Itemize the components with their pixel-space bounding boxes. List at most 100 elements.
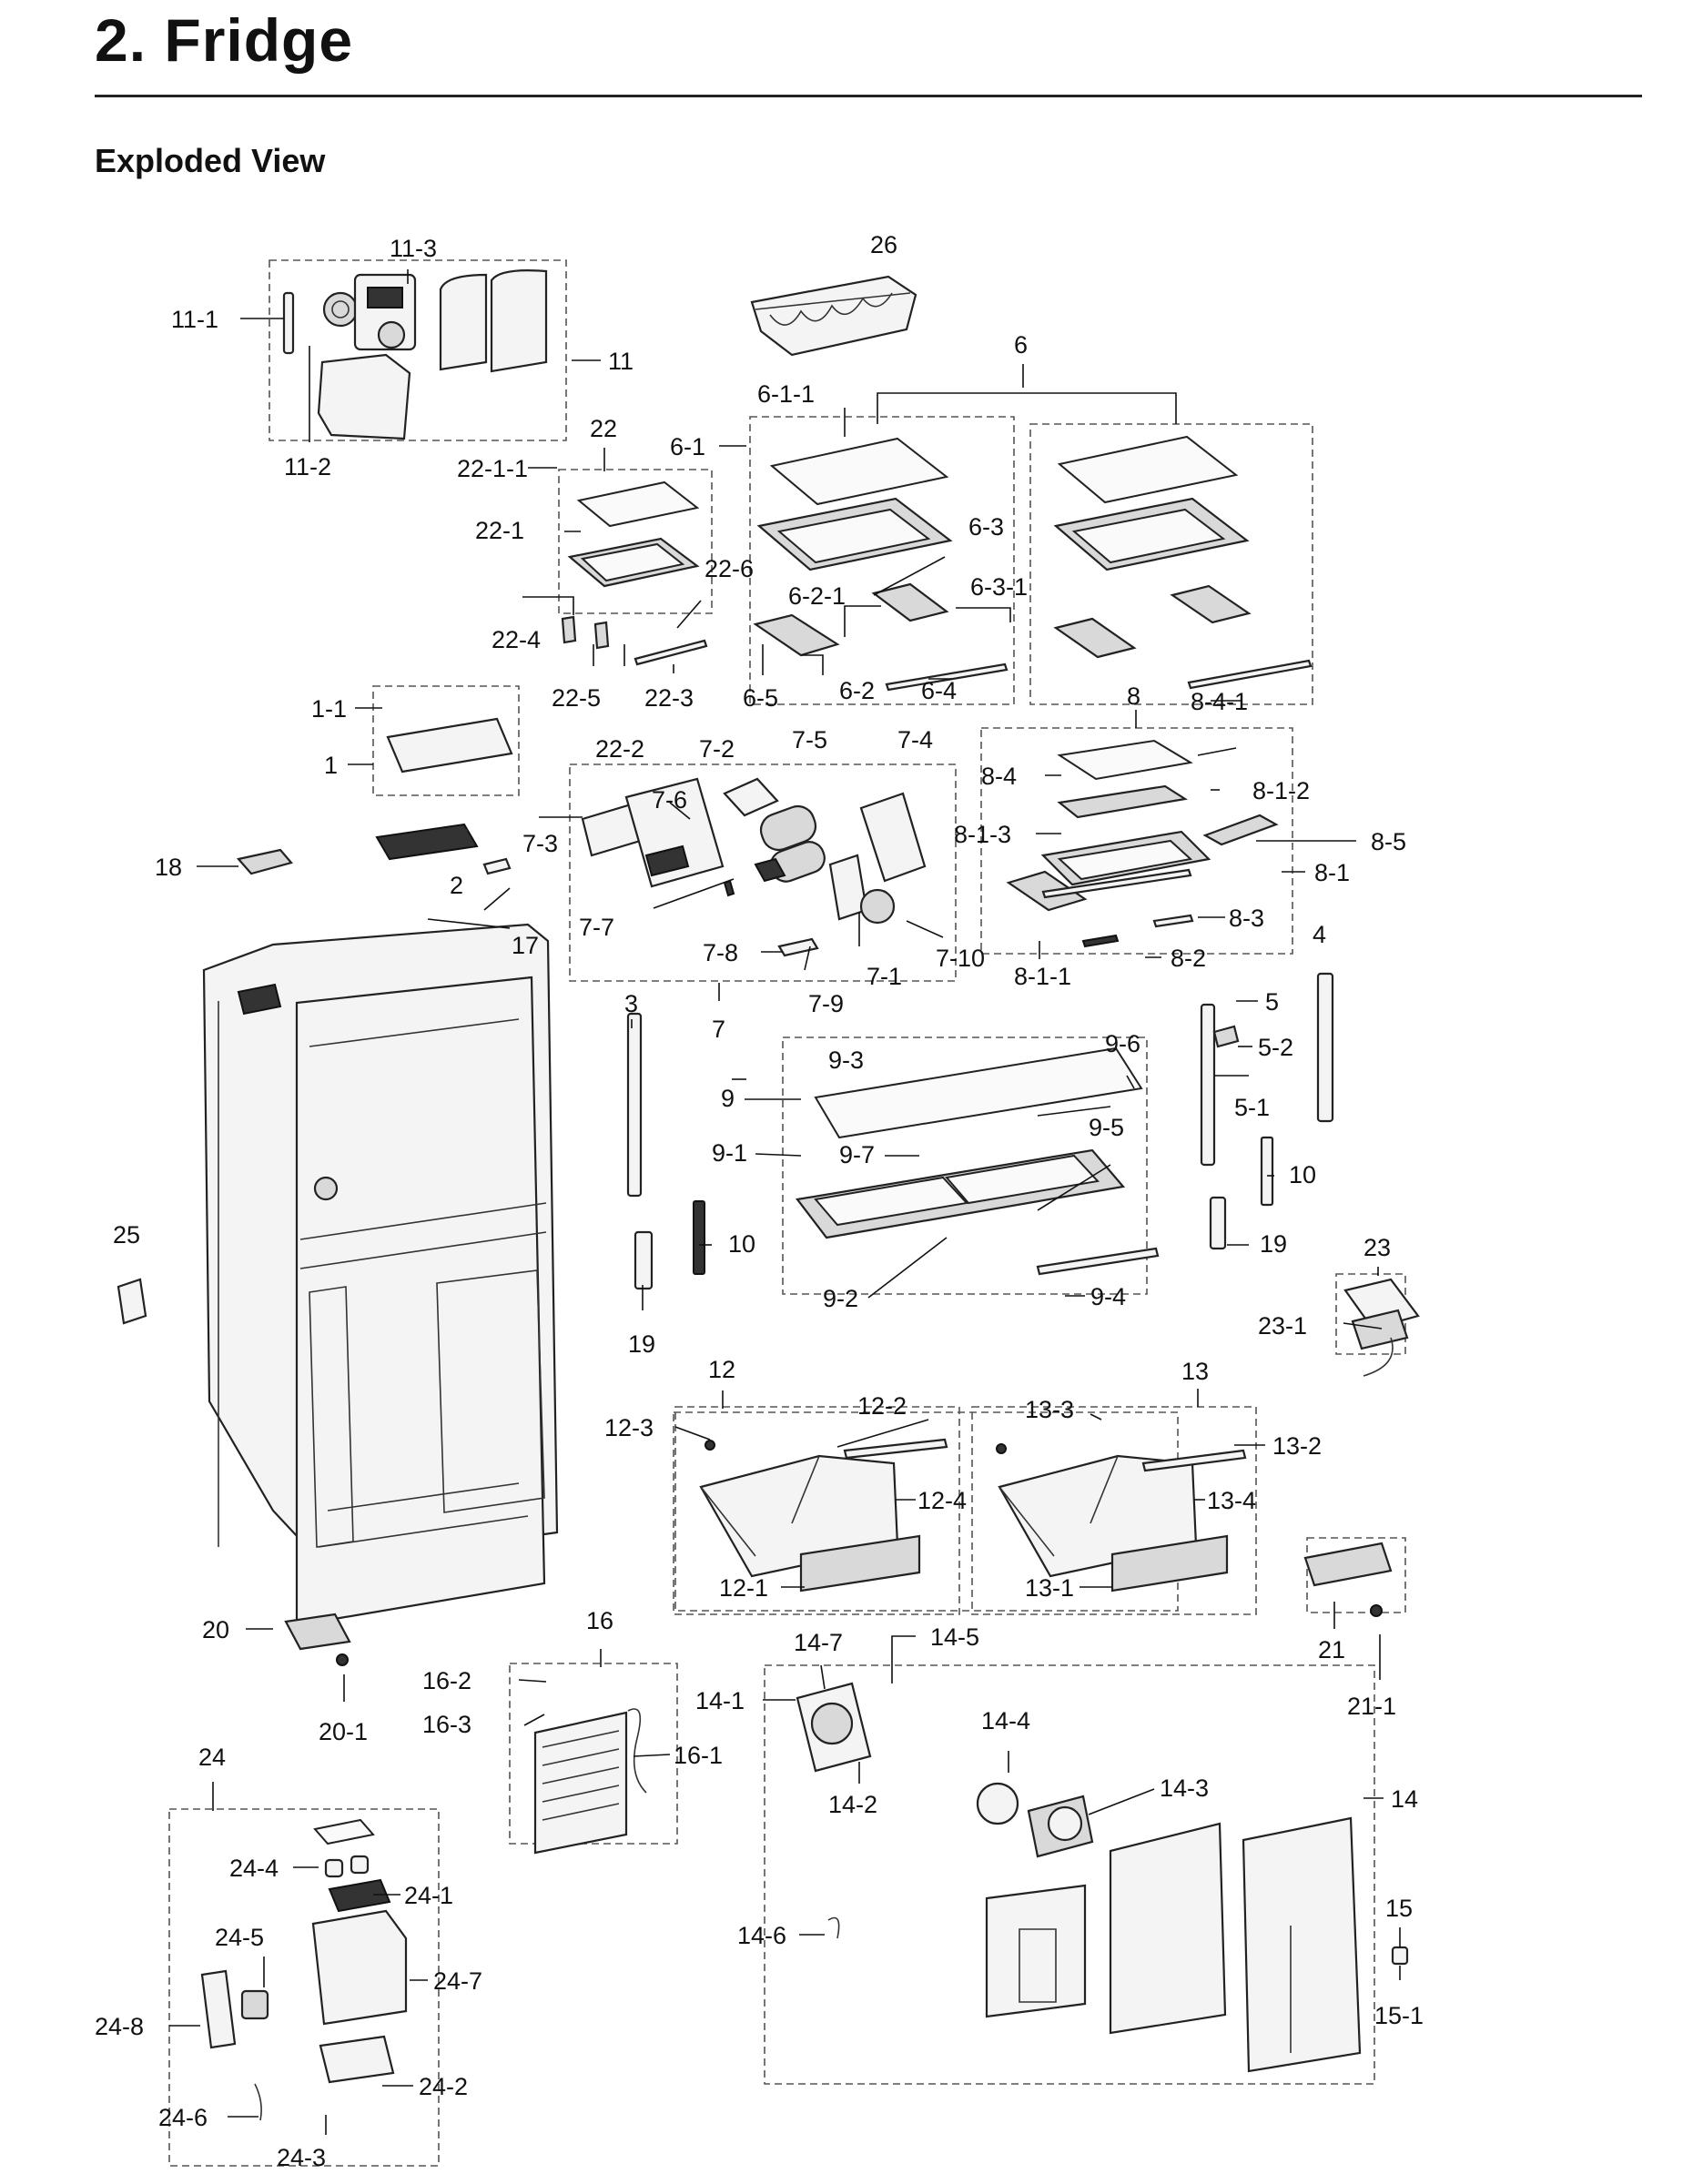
part-14-fan-assembly [796, 1682, 1362, 2073]
callout-7-3: 7-3 [522, 830, 558, 857]
callout-26: 26 [870, 231, 897, 258]
callout-22-2: 22-2 [595, 735, 644, 763]
callout-9-6: 9-6 [1105, 1030, 1140, 1057]
callout-6-4: 6-4 [921, 677, 957, 704]
part-11-ice-maker [282, 269, 548, 440]
callout-23-1: 23-1 [1258, 1312, 1307, 1340]
callout-21-1: 21-1 [1347, 1693, 1396, 1720]
callout-8-5: 8-5 [1371, 828, 1406, 855]
callout-9-4: 9-4 [1090, 1283, 1126, 1310]
callout-7-9: 7-9 [808, 990, 844, 1017]
callout-13-1: 13-1 [1025, 1574, 1074, 1602]
callout-24-1: 24-1 [404, 1882, 453, 1909]
part-12-13-drawers [699, 1438, 1247, 1592]
callout-10-left: 10 [728, 1230, 755, 1258]
callout-14-2: 14-2 [828, 1791, 877, 1818]
callout-24-6: 24-6 [158, 2104, 208, 2131]
callout-11-3: 11-3 [390, 235, 437, 262]
callout-7-8: 7-8 [703, 939, 738, 966]
callout-14-7: 14-7 [794, 1629, 843, 1656]
callout-13-3: 13-3 [1025, 1396, 1074, 1423]
callout-23: 23 [1363, 1234, 1391, 1261]
callout-1-1: 1-1 [311, 695, 347, 723]
callout-7-2: 7-2 [699, 735, 735, 763]
callout-8: 8 [1127, 682, 1140, 710]
part-shelves [567, 435, 1250, 886]
callout-14-1: 14-1 [695, 1687, 745, 1714]
callout-20: 20 [202, 1616, 229, 1643]
callout-6-1-1: 6-1-1 [757, 380, 815, 408]
callout-22-3: 22-3 [644, 684, 694, 712]
callout-8-1-3: 8-1-3 [954, 821, 1011, 848]
callout-4: 4 [1313, 921, 1326, 948]
callout-1: 1 [324, 752, 338, 779]
callout-21: 21 [1318, 1636, 1345, 1663]
callout-12-3: 12-3 [604, 1414, 654, 1441]
callout-24-3: 24-3 [277, 2144, 326, 2171]
page-title: 2. Fridge [95, 6, 354, 74]
callout-17: 17 [512, 932, 539, 959]
callout-12-1: 12-1 [719, 1574, 768, 1602]
callout-12: 12 [708, 1356, 735, 1383]
callout-9-5: 9-5 [1089, 1114, 1124, 1141]
callout-22-4: 22-4 [492, 626, 541, 653]
callout-6-3-1: 6-3-1 [970, 573, 1028, 601]
callout-8-2: 8-2 [1171, 945, 1206, 972]
callout-2: 2 [450, 872, 463, 899]
callout-13-4: 13-4 [1207, 1487, 1256, 1514]
callout-14-5: 14-5 [930, 1623, 979, 1651]
callout-24-4: 24-4 [229, 1855, 279, 1882]
callout-19-left: 19 [628, 1330, 655, 1358]
callout-8-4: 8-4 [981, 763, 1017, 790]
part-1-2-covers [236, 717, 513, 875]
part-9-crisper-cover [796, 1046, 1160, 1276]
callout-11: 11 [608, 348, 634, 375]
callout-12-4: 12-4 [917, 1487, 967, 1514]
callout-24-7: 24-7 [433, 1967, 482, 1995]
callout-7-5: 7-5 [792, 726, 827, 753]
callout-7-1: 7-1 [867, 963, 902, 990]
callout-6-2-1: 6-2-1 [788, 582, 846, 610]
callout-15: 15 [1385, 1895, 1413, 1922]
callout-6-2: 6-2 [839, 677, 875, 704]
callout-6-1: 6-1 [670, 433, 705, 460]
section-title: Exploded View [95, 142, 326, 179]
callout-9-3: 9-3 [828, 1046, 864, 1074]
part-rails [561, 582, 1313, 948]
part-fridge-cabinet [202, 923, 559, 1627]
part-15-sensor [1391, 1946, 1409, 1966]
callout-13-2: 13-2 [1272, 1432, 1322, 1460]
callout-11-2: 11-2 [284, 453, 331, 480]
callout-8-1-2: 8-1-2 [1252, 777, 1310, 804]
callout-22-1-1: 22-1-1 [457, 455, 528, 482]
callout-12-2: 12-2 [857, 1392, 907, 1420]
callout-14-4: 14-4 [981, 1707, 1030, 1734]
callout-10-right: 10 [1289, 1161, 1316, 1188]
part-24-module [200, 1818, 408, 2121]
callout-24-5: 24-5 [215, 1924, 264, 1951]
callout-18: 18 [155, 854, 182, 881]
callout-3: 3 [624, 990, 638, 1017]
callout-22-5: 22-5 [552, 684, 601, 712]
part-16-evaporator [533, 1708, 647, 1855]
callout-8-3: 8-3 [1229, 905, 1264, 932]
callout-6-3: 6-3 [968, 513, 1004, 541]
callout-24: 24 [198, 1744, 226, 1771]
callout-6: 6 [1014, 331, 1028, 359]
callout-9-2: 9-2 [823, 1285, 858, 1312]
callout-25: 25 [113, 1221, 140, 1249]
callout-16-3: 16-3 [422, 1711, 471, 1738]
callout-8-4-1: 8-4-1 [1191, 688, 1248, 715]
callout-8-1-1: 8-1-1 [1014, 963, 1071, 990]
part-23-damper [1343, 1278, 1420, 1377]
callout-24-2: 24-2 [419, 2073, 468, 2100]
part-7-assembly [581, 777, 927, 957]
callout-9-1: 9-1 [712, 1139, 747, 1167]
callout-8-1: 8-1 [1314, 859, 1350, 886]
callout-5-1: 5-1 [1234, 1094, 1270, 1121]
callout-16-1: 16-1 [674, 1742, 723, 1769]
callout-7-10: 7-10 [936, 945, 985, 972]
callout-14-3: 14-3 [1160, 1774, 1209, 1802]
callout-13: 13 [1181, 1358, 1209, 1385]
